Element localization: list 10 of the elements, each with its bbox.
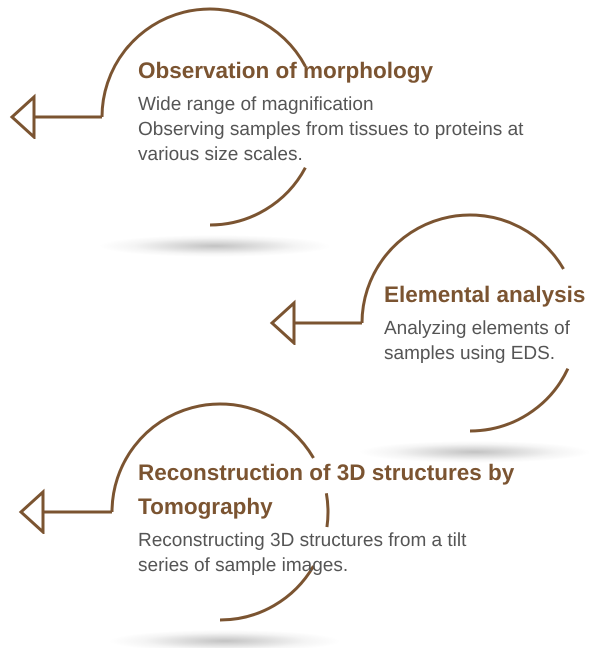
description: Reconstructing 3D structures from a tilt series of sample images. [138,529,468,578]
description: Analyzing elements of samples using EDS. [384,317,571,366]
arrow [10,96,102,138]
arrow [20,490,112,534]
description: Observing samples from tissues to proteins at various size scales. [138,118,524,167]
heading: Elemental analysis [384,281,586,309]
heading: Observation of morphology [138,57,434,85]
heading: Reconstruction of 3D structures by Tomography [138,459,516,521]
arrow [270,302,362,344]
description: Wide range of magnification [138,93,375,117]
